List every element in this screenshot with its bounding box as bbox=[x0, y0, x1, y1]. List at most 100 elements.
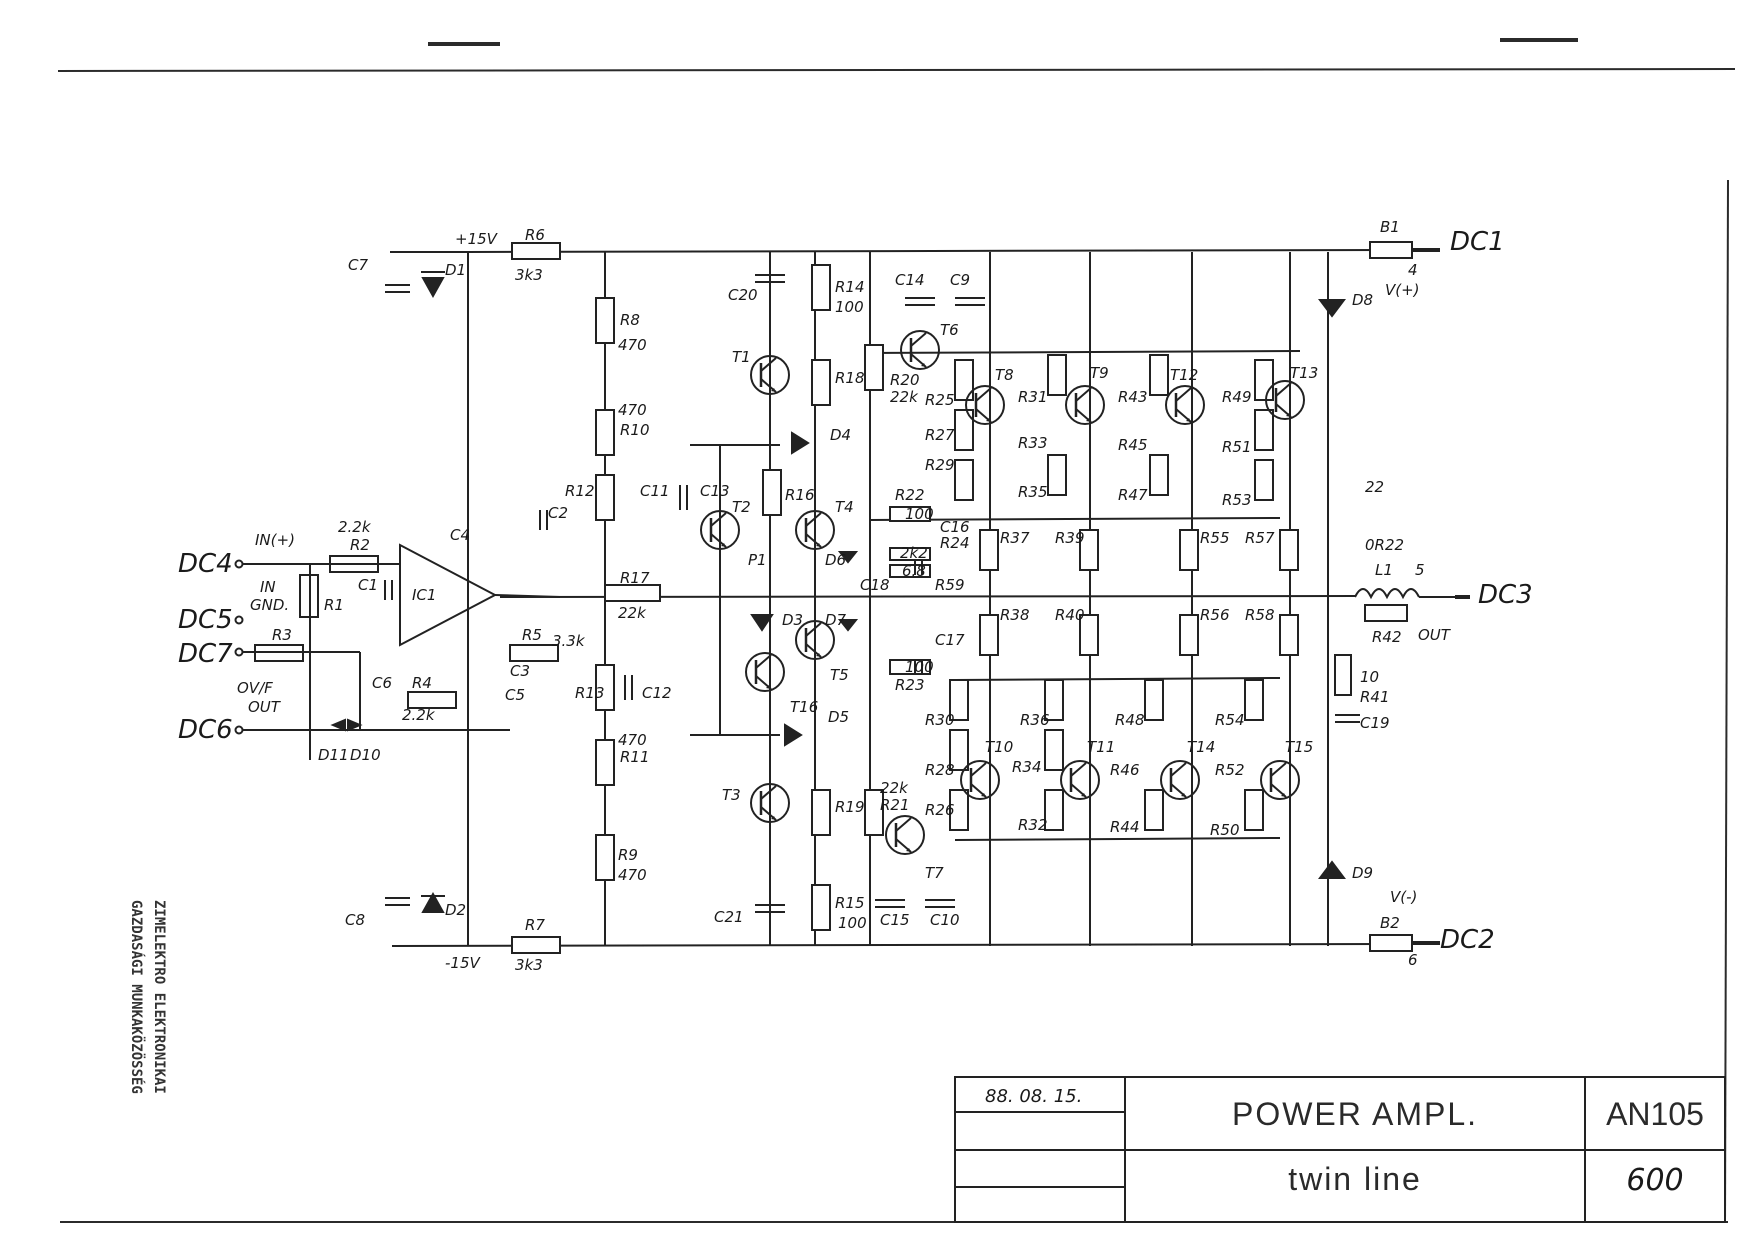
label-c5: C5 bbox=[505, 686, 525, 704]
label-vpos: V(+) bbox=[1385, 281, 1420, 299]
label-d6: D6 bbox=[825, 551, 846, 569]
label-r6-value: 3k3 bbox=[515, 266, 543, 284]
label-r6: R6 bbox=[525, 226, 545, 244]
label-c10: C10 bbox=[930, 911, 960, 929]
label-r59-value: 6.8 bbox=[902, 562, 926, 580]
label-t11: T11 bbox=[1087, 738, 1115, 756]
label-r9-value: 470 bbox=[618, 866, 647, 884]
connector-dc2: DC2 bbox=[1440, 925, 1495, 955]
label-r11-value: 470 bbox=[618, 731, 647, 749]
label-c20: C20 bbox=[728, 286, 758, 304]
label-r16: R16 bbox=[785, 486, 815, 504]
input-wires bbox=[243, 563, 510, 760]
label-r41: R41 bbox=[1360, 688, 1390, 706]
label-r20-value: 22k bbox=[890, 388, 919, 406]
label-r8-value: 470 bbox=[618, 336, 647, 354]
label-t8: T8 bbox=[995, 366, 1014, 384]
label-r43: R43 bbox=[1118, 388, 1148, 406]
label-d9: D9 bbox=[1352, 864, 1373, 882]
op-amp-ic1 bbox=[399, 543, 561, 647]
label-r53: R53 bbox=[1222, 491, 1252, 509]
label-r5-value: 3.3k bbox=[552, 632, 586, 650]
label-t12: T12 bbox=[1170, 366, 1198, 384]
label-d4: D4 bbox=[830, 426, 851, 444]
component-labels: +15V -15V R6 3k3 R7 3k3 C7 D1 C8 D2 IN(+… bbox=[237, 218, 1452, 974]
label-note-22: 22 bbox=[1365, 478, 1384, 496]
label-r11: R11 bbox=[620, 748, 650, 766]
label-c7: C7 bbox=[348, 256, 368, 274]
label-d5: D5 bbox=[828, 708, 849, 726]
connector-dc6: DC6 bbox=[178, 715, 233, 745]
label-in-pos: IN(+) bbox=[255, 531, 295, 549]
title-block-text: 88. 08. 15. POWER AMPL. twin line AN105 … bbox=[985, 1086, 1704, 1198]
bus-lines bbox=[604, 252, 1329, 946]
label-t4: T4 bbox=[835, 498, 854, 516]
label-r33: R33 bbox=[1018, 434, 1048, 452]
label-out: OUT bbox=[1418, 626, 1452, 644]
label-r27: R27 bbox=[925, 426, 955, 444]
label-p1: P1 bbox=[748, 551, 767, 569]
label-c14: C14 bbox=[895, 271, 925, 289]
label-r9: R9 bbox=[618, 846, 638, 864]
label-r55: R55 bbox=[1200, 529, 1230, 547]
label-r15: R15 bbox=[835, 894, 865, 912]
label-r54: R54 bbox=[1215, 711, 1245, 729]
label-l1-pin: 5 bbox=[1415, 561, 1425, 579]
label-r52: R52 bbox=[1215, 761, 1245, 779]
title-block-code: AN105 bbox=[1606, 1096, 1704, 1132]
label-in-gnd-2: GND. bbox=[250, 596, 289, 614]
label-r41-value: 10 bbox=[1360, 668, 1379, 686]
label-r46: R46 bbox=[1110, 761, 1140, 779]
label-r37: R37 bbox=[1000, 529, 1030, 547]
label-r35: R35 bbox=[1018, 483, 1048, 501]
label-t3: T3 bbox=[722, 786, 741, 804]
label-t10: T10 bbox=[985, 738, 1013, 756]
label-c11: C11 bbox=[640, 482, 670, 500]
label-r47: R47 bbox=[1118, 486, 1148, 504]
label-in-gnd-1: IN bbox=[260, 578, 276, 596]
label-t14: T14 bbox=[1187, 738, 1215, 756]
label-r10: R10 bbox=[620, 421, 650, 439]
label-r48: R48 bbox=[1115, 711, 1145, 729]
label-b2-pin: 6 bbox=[1408, 951, 1418, 969]
label-r25: R25 bbox=[925, 391, 955, 409]
label-c8: C8 bbox=[345, 911, 365, 929]
label-r38: R38 bbox=[1000, 606, 1030, 624]
label-r3: R3 bbox=[272, 626, 292, 644]
label-r45: R45 bbox=[1118, 436, 1148, 454]
label-c17: C17 bbox=[935, 631, 965, 649]
label-c15: C15 bbox=[880, 911, 910, 929]
supply-rails bbox=[390, 249, 1391, 947]
label-ovf-2: OUT bbox=[248, 698, 282, 716]
label-r13: R13 bbox=[575, 684, 605, 702]
label-d7: D7 bbox=[825, 611, 847, 629]
label-c19: C19 bbox=[1360, 714, 1390, 732]
label-r15-value: 100 bbox=[838, 914, 867, 932]
label-c18: C18 bbox=[860, 576, 890, 594]
label-d1: D1 bbox=[445, 261, 466, 279]
label-plus15v: +15V bbox=[455, 230, 499, 248]
label-r42: R42 bbox=[1372, 628, 1402, 646]
title-block-number: 600 bbox=[1626, 1163, 1683, 1198]
label-r50: R50 bbox=[1210, 821, 1240, 839]
label-c1: C1 bbox=[358, 576, 378, 594]
label-b2: B2 bbox=[1380, 914, 1400, 932]
label-r40: R40 bbox=[1055, 606, 1085, 624]
label-b1: B1 bbox=[1380, 218, 1400, 236]
label-r44: R44 bbox=[1110, 818, 1140, 836]
label-r29: R29 bbox=[925, 456, 955, 474]
label-r17: R17 bbox=[620, 569, 650, 587]
label-c2: C2 bbox=[548, 504, 568, 522]
label-vneg: V(-) bbox=[1390, 888, 1417, 906]
title-block-subtitle: twin line bbox=[1288, 1161, 1422, 1197]
label-r19: R19 bbox=[835, 798, 865, 816]
stamp-line-1: ZIMELEKTRO ELEKTRONIKAI bbox=[151, 900, 167, 1094]
label-r39: R39 bbox=[1055, 529, 1085, 547]
label-c13: C13 bbox=[700, 482, 730, 500]
connector-dc5: DC5 bbox=[178, 605, 233, 635]
label-ic1: IC1 bbox=[412, 586, 436, 604]
label-ovf-1: OV/F bbox=[237, 679, 273, 697]
label-r21-value: 22k bbox=[880, 779, 909, 797]
label-t1: T1 bbox=[732, 348, 751, 366]
label-r49: R49 bbox=[1222, 388, 1252, 406]
